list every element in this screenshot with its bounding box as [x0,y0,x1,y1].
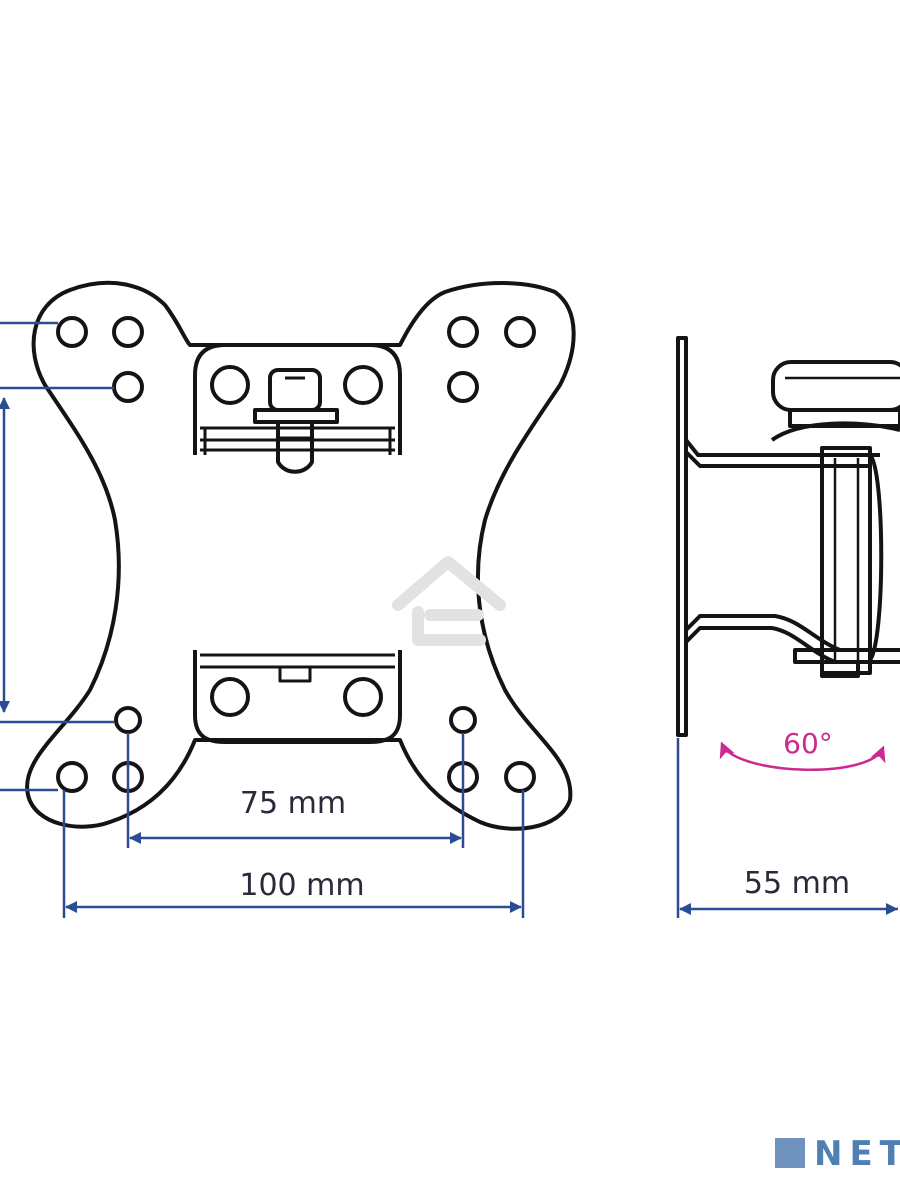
locking-screw-thread [276,422,314,474]
logo-text: NET [814,1134,900,1174]
hinge-column [820,446,872,675]
vesa-hole-75-inner-top-left [112,371,144,403]
side-upper-arm [684,438,880,457]
vesa-hole-75-inner-top-right [447,316,479,348]
vesa-hole-100-bottom-right [504,761,536,793]
vesa-hole-100-top-left [56,316,88,348]
brand-logo: NET [775,1134,900,1174]
logo-square-icon [775,1138,805,1168]
dimension-lines-side [676,738,898,918]
dimension-lines-front [0,321,525,918]
vesa-hole-75-lower-right [449,706,477,734]
side-knob [771,360,900,412]
watermark-house-icon [392,556,506,646]
bracket-hole-upper-left [210,365,250,405]
vesa-hole-75-top-left [112,316,144,348]
bracket-hole-upper-right [343,365,383,405]
vesa-hole-100-top-right [504,316,536,348]
side-view [676,336,900,737]
locking-screw-head [268,368,322,412]
tilt-angle-label: 60° [783,727,833,760]
bracket-hole-lower-right [343,677,383,717]
lower-bracket [193,650,402,744]
side-wall-plate [676,336,688,737]
vesa-hole-75-lower-left [114,706,142,734]
vesa-hole-75-top-right [447,371,479,403]
rotation-arrow-60 [719,741,886,771]
dimension-55-label: 55 mm [744,866,850,901]
front-view [25,280,576,831]
dimension-75-label: 75 mm [240,786,346,821]
mounting-plate-outline [25,280,576,831]
dimension-100-label: 100 mm [239,868,364,903]
vesa-hole-100-bottom-left [56,761,88,793]
side-lower-arm [684,614,900,652]
bracket-hole-lower-left [210,677,250,717]
upper-bracket [193,343,402,455]
